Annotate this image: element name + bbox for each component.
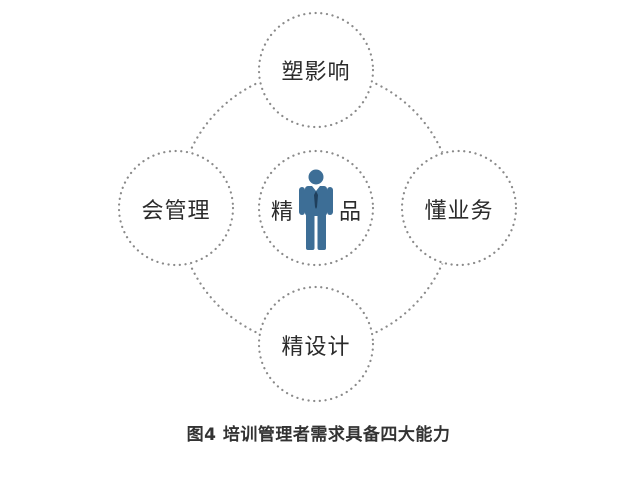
node-circle-top [257, 11, 375, 129]
center-char-left: 精 [270, 200, 294, 225]
node-circle-left [117, 149, 235, 267]
center-char-right: 品 [338, 200, 362, 225]
node-circle-bottom [257, 285, 375, 403]
center-circle [257, 149, 375, 267]
node-label-right: 懂业务 [424, 199, 494, 224]
node-label-left: 会管理 [141, 199, 211, 224]
figure-caption: 图4 培训管理者需求具备四大能力 [186, 425, 451, 445]
node-label-bottom: 精设计 [281, 335, 351, 360]
businessman-icon [299, 169, 333, 250]
node-label-top: 塑影响 [281, 60, 351, 85]
node-circle-right [400, 149, 518, 267]
